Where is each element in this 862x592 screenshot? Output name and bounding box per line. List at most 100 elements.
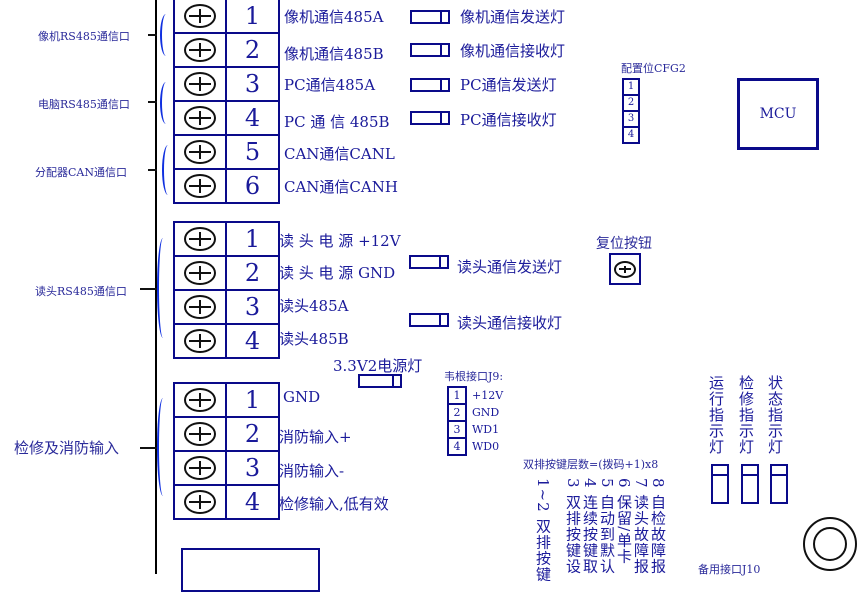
pin-label: 像机通信485A [284, 8, 384, 26]
dip-note: 3 双排按键设 [564, 478, 582, 575]
dip-note: 6 保留/单卡 [615, 478, 633, 565]
group-label-pc: 电脑RS485通信口 [38, 98, 130, 111]
terminal-pin: 3 [175, 291, 278, 325]
led-label: 读头通信接收灯 [457, 314, 563, 332]
cfg2-title: 配置位CFG2 [621, 62, 686, 75]
led-label: 读头通信发送灯 [457, 258, 563, 276]
pin-number: 1 [244, 225, 261, 253]
pin-label: 消防输入- [279, 462, 345, 480]
terminal-pin: 4 [175, 102, 278, 136]
pin-label: CAN通信CANL [284, 145, 395, 163]
brace [162, 145, 174, 195]
terminal-pin: 4 [175, 325, 278, 357]
terminal-block-3: 1 2 3 4 [173, 382, 280, 520]
terminal-block-2: 1 2 3 4 [173, 221, 280, 359]
j10-label: 备用接口J10 [698, 563, 761, 576]
group-label-reader: 读头RS485通信口 [35, 285, 127, 298]
led-pc-tx [410, 78, 450, 92]
led-status [770, 464, 788, 504]
pin-number: 6 [244, 172, 261, 200]
dip-cell[interactable]: 1 [624, 80, 638, 96]
screw-icon [184, 261, 216, 285]
led-camera-tx [410, 10, 450, 24]
j9-label: +12V [472, 389, 504, 402]
reset-button[interactable] [609, 253, 641, 285]
led-label: PC通信接收灯 [460, 111, 557, 129]
led-camera-rx [410, 43, 450, 57]
pin-number: 3 [244, 293, 261, 321]
terminal-pin: 2 [175, 34, 278, 68]
screw-icon [184, 106, 216, 130]
led-label: PC通信发送灯 [460, 76, 557, 94]
bottom-component [181, 548, 320, 592]
screw-icon [614, 260, 636, 278]
led-label: 状态指示灯 [766, 375, 784, 455]
pin-number: 2 [244, 420, 261, 448]
dip-formula: 双排按键层数=(拨码+1)x8 [523, 458, 659, 471]
screw-icon [184, 388, 216, 412]
led-label: 3.3V2电源灯 [333, 357, 423, 375]
screw-icon [184, 140, 216, 164]
terminal-pin: 1 [175, 0, 278, 34]
dip-cell[interactable]: 4 [627, 129, 635, 140]
j9-label: GND [472, 406, 500, 419]
j9-title: 韦根接口J9: [444, 370, 504, 383]
led-run [711, 464, 729, 504]
j9-pin: 4 [453, 440, 461, 453]
screw-icon [184, 174, 216, 198]
j9-pin: 2 [449, 405, 465, 422]
pin-label: 检修输入,低有效 [279, 495, 389, 513]
main-bus-line [155, 0, 157, 574]
terminal-pin: 2 [175, 257, 278, 291]
pin-label: 读头485A [279, 297, 349, 315]
pin-label: 读 头 电 源 +12V [279, 232, 401, 250]
led-reader-tx [409, 255, 449, 269]
terminal-pin: 5 [175, 136, 278, 170]
led-label: 像机通信发送灯 [460, 8, 566, 26]
cfg2-dip-switch[interactable]: 1 2 3 4 [622, 78, 640, 144]
dip-note: 7 读头故障报 [632, 478, 650, 575]
brace [160, 82, 172, 124]
screw-icon [184, 490, 216, 514]
pin-number: 5 [244, 138, 261, 166]
pin-label: GND [283, 388, 321, 406]
terminal-pin: 3 [175, 452, 278, 486]
terminal-pin: 6 [175, 170, 278, 202]
pin-number: 1 [244, 2, 261, 30]
pin-label: PC通信485A [284, 76, 376, 94]
screw-icon [184, 72, 216, 96]
mounting-hole-inner [813, 527, 847, 561]
mcu-chip: MCU [737, 78, 819, 150]
pin-number: 2 [244, 36, 261, 64]
dip-cell[interactable]: 3 [624, 112, 638, 128]
terminal-pin: 1 [175, 384, 278, 418]
pin-label: 读头485B [279, 330, 349, 348]
pin-number: 1 [244, 386, 261, 414]
tick [140, 447, 157, 449]
tick [140, 288, 157, 290]
dip-note: 1~2 双排按键 [534, 478, 552, 583]
pin-number: 3 [244, 70, 261, 98]
terminal-block-1: 1 2 3 4 5 6 [173, 0, 280, 204]
reset-label: 复位按钮 [596, 236, 652, 252]
led-label: 运行指示灯 [707, 375, 725, 455]
brace [157, 398, 169, 496]
pin-label: PC 通 信 485B [284, 113, 390, 131]
j9-pin: 3 [449, 422, 465, 439]
terminal-pin: 1 [175, 223, 278, 257]
dip-note: 4 连续按键取 [581, 478, 599, 575]
screw-icon [184, 4, 216, 28]
screw-icon [184, 38, 216, 62]
j9-connector: 1 2 3 4 [447, 386, 467, 456]
tick [148, 34, 157, 36]
dip-note: 8 自检故障报 [649, 478, 667, 575]
dip-cell[interactable]: 2 [624, 96, 638, 112]
group-label-fire: 检修及消防输入 [14, 439, 120, 457]
pin-number: 2 [244, 259, 261, 287]
mounting-hole-icon [803, 517, 857, 571]
led-label: 检修指示灯 [737, 375, 755, 455]
group-label-can: 分配器CAN通信口 [35, 166, 127, 179]
pin-number: 4 [244, 327, 261, 355]
terminal-pin: 2 [175, 418, 278, 452]
dip-note: 5 自动到默认 [598, 478, 616, 575]
